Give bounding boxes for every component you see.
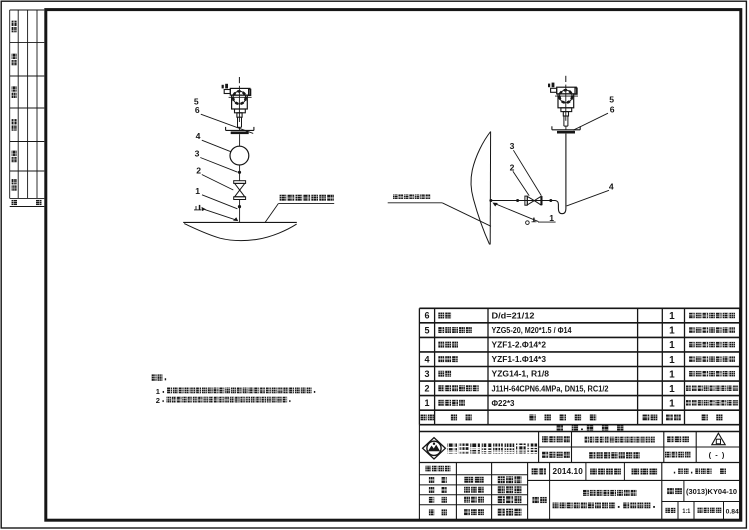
- svg-text:6: 6: [424, 311, 429, 321]
- svg-text:YZF1-1.Φ14*3: YZF1-1.Φ14*3: [492, 355, 547, 364]
- svg-text:6: 6: [195, 105, 200, 115]
- svg-text:4: 4: [609, 182, 614, 192]
- svg-text:2: 2: [156, 396, 160, 405]
- svg-text:1: 1: [669, 311, 675, 322]
- svg-text:3: 3: [424, 369, 429, 379]
- svg-text:(3013)KY04-10: (3013)KY04-10: [686, 487, 737, 496]
- svg-text:3: 3: [510, 141, 515, 151]
- svg-text:4: 4: [424, 354, 429, 364]
- svg-text:1: 1: [669, 384, 675, 395]
- svg-text:YZF1-2.Φ14*2: YZF1-2.Φ14*2: [492, 341, 547, 350]
- svg-text:J11H-64CPN6.4MPa, DN15, RC1/2: J11H-64CPN6.4MPa, DN15, RC1/2: [492, 384, 610, 393]
- svg-text:1: 1: [424, 398, 429, 408]
- svg-text:1:1: 1:1: [682, 508, 690, 515]
- svg-text:1: 1: [669, 326, 675, 337]
- svg-text:5: 5: [424, 325, 429, 335]
- svg-text:4: 4: [196, 131, 201, 141]
- svg-text:YZG5-20, M20*1.5 / Φ14: YZG5-20, M20*1.5 / Φ14: [492, 326, 573, 335]
- svg-text:Φ22*3: Φ22*3: [492, 399, 516, 408]
- svg-text:1: 1: [669, 398, 675, 409]
- svg-text:2: 2: [510, 162, 515, 172]
- svg-text:1: 1: [549, 213, 554, 223]
- svg-text:2: 2: [196, 166, 201, 176]
- svg-text:1: 1: [195, 186, 200, 196]
- svg-text:2: 2: [424, 383, 429, 393]
- svg-text:1: 1: [156, 387, 160, 396]
- svg-text:( - ): ( - ): [709, 450, 726, 459]
- svg-text:1: 1: [669, 369, 675, 380]
- svg-text:5: 5: [194, 96, 199, 106]
- svg-text:3: 3: [195, 149, 200, 159]
- svg-text:1: 1: [669, 340, 675, 351]
- svg-text:0.84: 0.84: [726, 508, 739, 515]
- svg-text:D/d=21/12: D/d=21/12: [492, 312, 536, 321]
- svg-text:5: 5: [609, 94, 614, 104]
- svg-text:YZG14-1, R1/8: YZG14-1, R1/8: [492, 370, 550, 379]
- svg-text:6: 6: [610, 104, 615, 114]
- svg-text:2014.10: 2014.10: [553, 467, 584, 476]
- svg-text:1: 1: [669, 355, 675, 366]
